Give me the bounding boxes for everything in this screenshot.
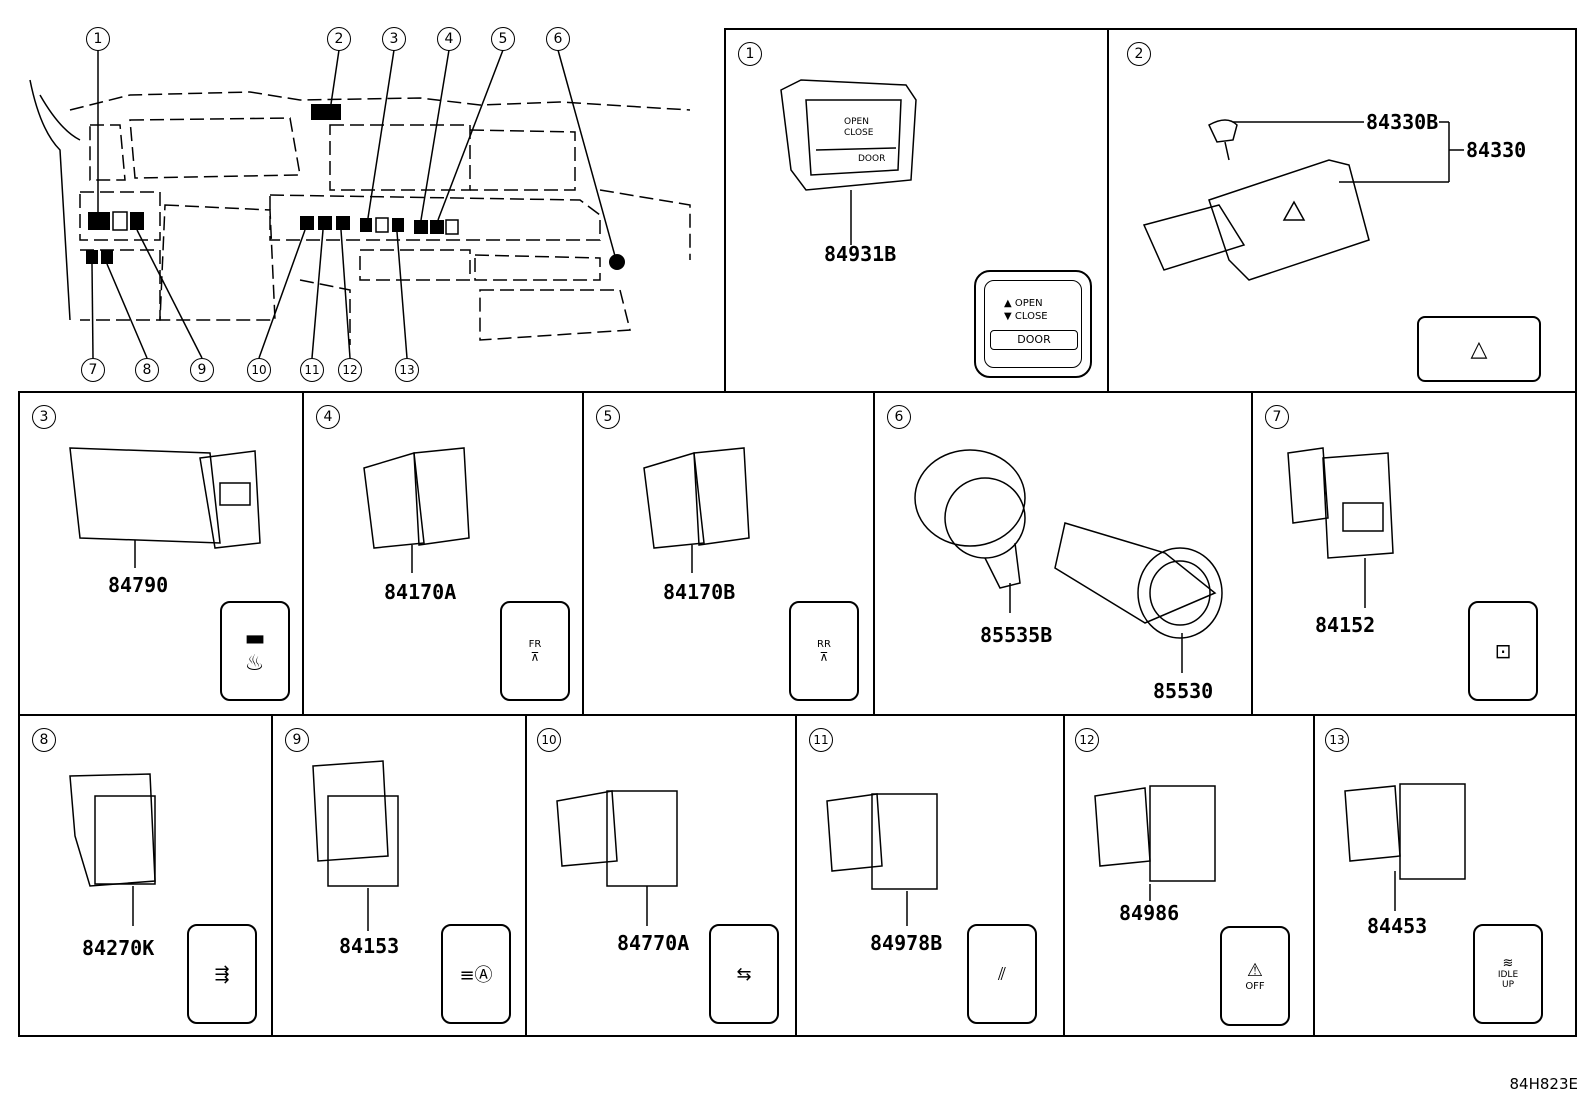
front-fog-lamp-icon: FR⊼ [500, 601, 570, 701]
panel-13-number: 13 [1325, 728, 1349, 752]
defogger-switch-drawing [69, 447, 261, 568]
panel-11-number: 11 [809, 728, 833, 752]
part-number-85535b: 85535B [980, 623, 1053, 647]
air-flow-icon: ⇶ [187, 924, 257, 1024]
rear-defogger-icon: ▬♨ [220, 601, 290, 701]
callout-2: 2 [327, 27, 351, 51]
panel-1-mini-open: OPEN [844, 117, 869, 127]
part-number-84330: 84330 [1466, 138, 1527, 162]
panel-5: 5 84170B RR⊼ [582, 391, 875, 716]
door-label: DOOR [990, 330, 1078, 350]
panel-4-number: 4 [316, 405, 340, 429]
power-outlet-drawing [914, 449, 1223, 673]
headlamp-leveling-switch-drawing [1287, 447, 1394, 608]
part-number-84986: 84986 [1119, 901, 1180, 925]
panel-9-number: 9 [285, 728, 309, 752]
panel-2: 2 84330B 84330 △ [1107, 28, 1577, 393]
front-fog-switch-drawing [363, 447, 470, 573]
callout-4: 4 [437, 27, 461, 51]
panel-7: 7 84152 ⊡ [1251, 391, 1577, 716]
headlamp-leveling-icon: ⊡ [1468, 601, 1538, 701]
callout-9: 9 [190, 358, 214, 382]
lane-departure-switch-drawing [556, 790, 678, 926]
panel-9: 9 84153 ≡Ⓐ [271, 714, 527, 1037]
auto-headlamp-switch-drawing [312, 760, 399, 931]
panel-2-number: 2 [1127, 42, 1151, 66]
panel-5-number: 5 [596, 405, 620, 429]
part-number-84153: 84153 [339, 934, 400, 958]
panel-12: 12 84986 ⚠OFF [1063, 714, 1315, 1037]
panel-4: 4 84170A FR⊼ [302, 391, 584, 716]
part-number-84152: 84152 [1315, 613, 1376, 637]
panel-7-number: 7 [1265, 405, 1289, 429]
door-switch-icon: ▲ OPEN ▼ CLOSE DOOR [974, 270, 1092, 378]
panel-1-mini-door: DOOR [858, 154, 886, 164]
panel-10-number: 10 [537, 728, 561, 752]
part-number-85530: 85530 [1153, 679, 1214, 703]
panel-1-mini-close: CLOSE [844, 128, 874, 138]
parking-sensor-icon: ⫽ [967, 924, 1037, 1024]
panel-3-number: 3 [32, 405, 56, 429]
callout-5: 5 [491, 27, 515, 51]
callout-6: 6 [546, 27, 570, 51]
panel-8: 8 84270K ⇶ [18, 714, 273, 1037]
panel-12-number: 12 [1075, 728, 1099, 752]
diagram-code: 84H823E [1509, 1075, 1578, 1093]
panel-1: 1 OPEN CLOSE DOOR 84931B ▲ OPEN ▼ CLOSE … [724, 28, 1109, 393]
door-switch-drawing [780, 79, 917, 245]
dashboard-overview: 1 2 3 4 5 6 7 8 9 10 11 12 13 [0, 0, 724, 392]
part-number-84330b: 84330B [1366, 110, 1439, 134]
callout-12: 12 [338, 358, 362, 382]
rear-fog-switch-drawing [643, 447, 750, 573]
panel-6-number: 6 [887, 405, 911, 429]
part-number-84790: 84790 [108, 573, 169, 597]
door-open-label: ▲ OPEN [1004, 298, 1043, 309]
callout-8: 8 [135, 358, 159, 382]
rear-fog-lamp-icon: RR⊼ [789, 601, 859, 701]
lane-departure-icon: ⇆ [709, 924, 779, 1024]
callout-13: 13 [395, 358, 419, 382]
part-number-84770a: 84770A [617, 931, 690, 955]
idle-up-switch-drawing [1344, 783, 1466, 911]
parking-assist-switch-drawing [826, 793, 938, 926]
hazard-icon: △ [1417, 316, 1541, 382]
panel-3: 3 84790 ▬♨ [18, 391, 304, 716]
air-switch-drawing [69, 773, 156, 926]
panel-8-number: 8 [32, 728, 56, 752]
part-number-84453: 84453 [1367, 914, 1428, 938]
callout-10: 10 [247, 358, 271, 382]
auto-headlamp-icon: ≡Ⓐ [441, 924, 511, 1024]
callout-3: 3 [382, 27, 406, 51]
part-number-84170a: 84170A [384, 580, 457, 604]
panel-1-number: 1 [738, 42, 762, 66]
callout-7: 7 [81, 358, 105, 382]
part-number-84270k: 84270K [82, 936, 155, 960]
traction-control-switch-drawing [1094, 785, 1216, 901]
panel-11: 11 84978B ⫽ [795, 714, 1065, 1037]
door-close-label: ▼ CLOSE [1004, 311, 1048, 322]
callout-11: 11 [300, 358, 324, 382]
part-number-84978b: 84978B [870, 931, 943, 955]
hazard-switch-drawing [1142, 119, 1464, 281]
dashboard-outline [29, 49, 691, 359]
part-number-84170b: 84170B [663, 580, 736, 604]
panel-10: 10 84770A ⇆ [525, 714, 797, 1037]
part-number-84931b: 84931B [824, 242, 897, 266]
callout-1: 1 [86, 27, 110, 51]
panel-6: 6 85535B 85530 [873, 391, 1253, 716]
traction-control-off-icon: ⚠OFF [1220, 926, 1290, 1026]
